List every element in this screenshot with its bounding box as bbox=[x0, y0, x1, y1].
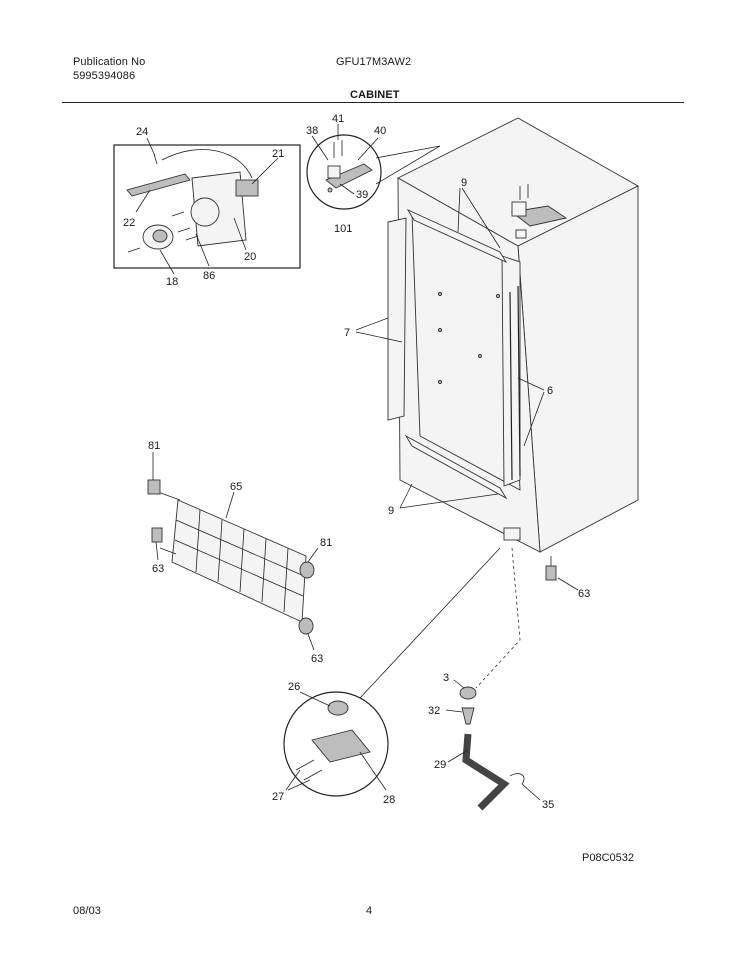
breaker-horizontal bbox=[404, 208, 508, 500]
callout-21: 21 bbox=[272, 148, 284, 160]
cabinet-bottom-hinge bbox=[503, 527, 521, 541]
bottom-hinge-inset bbox=[283, 691, 389, 797]
fan-wire bbox=[161, 149, 253, 179]
callout-7: 7 bbox=[344, 327, 350, 339]
shelf-clip-63-right bbox=[298, 617, 314, 635]
publication-label: Publication No bbox=[73, 56, 146, 68]
screw bbox=[303, 769, 323, 781]
hinge-plate bbox=[327, 165, 341, 179]
callout-39: 39 bbox=[356, 189, 368, 201]
header-rule bbox=[62, 102, 684, 103]
callout-86: 86 bbox=[203, 270, 215, 282]
model-number: GFU17M3AW2 bbox=[336, 56, 412, 68]
fan-hub bbox=[152, 229, 168, 243]
top-hinge-inset bbox=[306, 124, 441, 210]
fan-assembly-inset bbox=[113, 137, 301, 275]
hinge-pin-bushing bbox=[327, 700, 349, 716]
screw bbox=[295, 759, 315, 771]
bottom-inset-circle bbox=[283, 691, 389, 797]
drain-clamp bbox=[509, 773, 525, 785]
drain-path bbox=[475, 547, 521, 689]
callout-28: 28 bbox=[383, 794, 395, 806]
drain-plug bbox=[459, 686, 477, 700]
drain-tube bbox=[462, 733, 510, 811]
callout-32: 32 bbox=[428, 705, 440, 717]
callout-40: 40 bbox=[374, 125, 386, 137]
callout-35: 35 bbox=[542, 799, 554, 811]
callout-9-top: 9 bbox=[461, 177, 467, 189]
callout-22: 22 bbox=[123, 217, 135, 229]
callout-65: 65 bbox=[230, 481, 242, 493]
shelf-clip-81-right bbox=[299, 561, 315, 579]
breaker-strips bbox=[509, 285, 521, 481]
callout-41: 41 bbox=[332, 113, 344, 125]
publication-number: 5995394086 bbox=[73, 70, 136, 82]
section-title: CABINET bbox=[350, 89, 400, 101]
callout-29: 29 bbox=[434, 759, 446, 771]
callout-101: 101 bbox=[334, 223, 352, 235]
callout-27: 27 bbox=[272, 791, 284, 803]
callout-63-right: 63 bbox=[311, 653, 323, 665]
hinge-inset-circle bbox=[306, 134, 382, 210]
callout-6: 6 bbox=[547, 385, 553, 397]
top-hinge bbox=[325, 163, 373, 189]
bottom-hinge bbox=[311, 729, 371, 763]
footer-date: 08/03 bbox=[73, 905, 102, 917]
shelf-frame bbox=[171, 499, 307, 623]
callout-81-right: 81 bbox=[320, 537, 332, 549]
callout-63-leg: 63 bbox=[578, 588, 590, 600]
fan-bracket bbox=[126, 173, 191, 197]
drain-fitting bbox=[461, 707, 475, 725]
callout-9-bottom: 9 bbox=[388, 505, 394, 517]
callout-38: 38 bbox=[306, 125, 318, 137]
callout-26: 26 bbox=[288, 681, 300, 693]
callout-18: 18 bbox=[166, 276, 178, 288]
shelf-clip-63-left bbox=[151, 527, 163, 543]
inset-frame bbox=[113, 144, 301, 269]
diagram-code: P08C0532 bbox=[582, 852, 634, 864]
shroud-opening bbox=[190, 197, 220, 227]
page-number: 4 bbox=[366, 905, 373, 917]
bottom-hinge-connector bbox=[359, 547, 501, 699]
fan-motor bbox=[235, 179, 259, 197]
screw bbox=[177, 227, 191, 233]
callout-63-left: 63 bbox=[152, 563, 164, 575]
callout-81-left: 81 bbox=[148, 440, 160, 452]
screw bbox=[185, 235, 199, 241]
callout-20: 20 bbox=[244, 251, 256, 263]
callout-24: 24 bbox=[136, 126, 148, 138]
cabinet-top-hinge bbox=[510, 184, 568, 239]
screw bbox=[171, 211, 185, 217]
wire-shelf bbox=[157, 491, 307, 623]
shelf-clip-81-left bbox=[147, 479, 161, 495]
callout-3: 3 bbox=[443, 672, 449, 684]
leveling-leg bbox=[545, 565, 557, 581]
screw bbox=[127, 247, 141, 253]
